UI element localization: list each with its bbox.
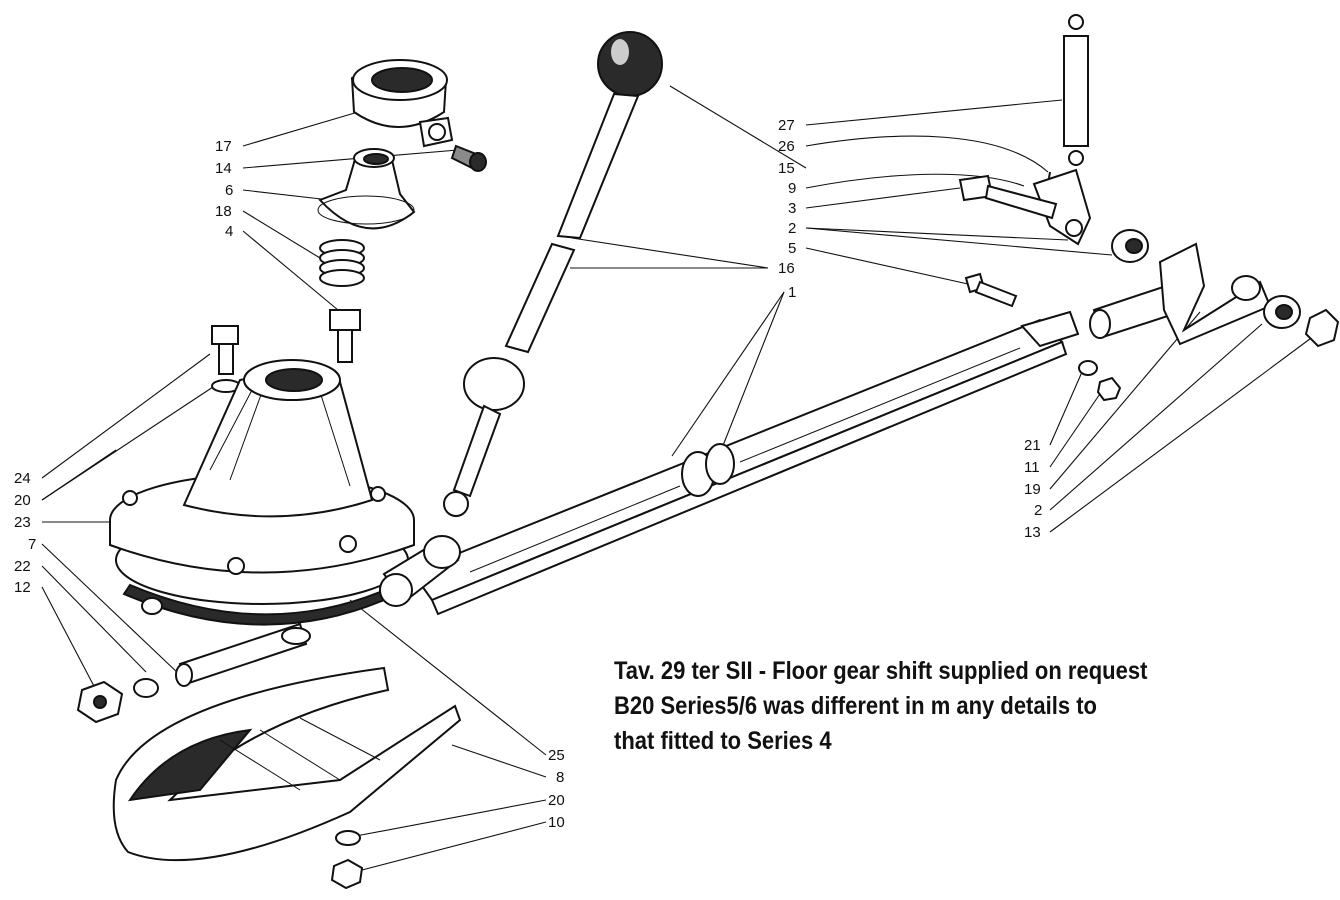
part-17-clamp-collar [350, 59, 454, 148]
part-27-tension-spring [1063, 14, 1089, 166]
part-7-long-bolt [175, 622, 311, 687]
part-3-bolt [958, 174, 1058, 220]
label-24: 24 [14, 470, 31, 487]
part-1-shift-rod [379, 310, 1080, 616]
part-20-washer-bottom [335, 830, 361, 846]
caption-line-2: B20 Series5/6 was different in m any det… [614, 692, 1097, 720]
label-2-upper: 2 [788, 220, 796, 237]
label-23: 23 [14, 514, 31, 531]
part-8-dust-cover [112, 666, 462, 862]
label-1: 1 [788, 284, 796, 301]
caption-line-1: Tav. 29 ter SII - Floor gear shift suppl… [614, 657, 1148, 685]
part-9-bracket [1032, 168, 1092, 246]
label-13: 13 [1024, 524, 1041, 541]
label-10: 10 [548, 814, 565, 831]
leader-lines [41, 85, 1323, 871]
label-19: 19 [1024, 481, 1041, 498]
part-15-gear-lever [556, 31, 663, 240]
label-27: 27 [778, 117, 795, 134]
label-3: 3 [788, 200, 796, 217]
label-26: 26 [778, 138, 795, 155]
part-16-lower-lever [443, 242, 576, 517]
part-19-fork-lever [1089, 242, 1272, 346]
label-12: 12 [14, 579, 31, 596]
label-15: 15 [778, 160, 795, 177]
label-21: 21 [1024, 437, 1041, 454]
part-2-bush-lower [1263, 295, 1301, 329]
part-5-screw [964, 272, 1018, 308]
diagram-caption: Tav. 29 ter SII - Floor gear shift suppl… [614, 654, 1147, 759]
label-18: 18 [215, 203, 232, 220]
part-14-screw [450, 144, 487, 172]
label-5: 5 [788, 240, 796, 257]
part-21-circlip [1078, 360, 1098, 376]
part-24-bolt [211, 325, 239, 375]
label-6: 6 [225, 182, 233, 199]
label-16: 16 [778, 260, 795, 277]
part-6-cup [317, 148, 416, 230]
label-4: 4 [225, 223, 233, 240]
label-9: 9 [788, 180, 796, 197]
label-7: 7 [28, 536, 36, 553]
part-23-gear-housing [109, 359, 415, 605]
part-2-bush-upper [1111, 229, 1149, 263]
label-20-lower: 20 [548, 792, 565, 809]
part-13-castle-nut [1304, 308, 1340, 348]
part-22-spring-washer [133, 678, 159, 698]
part-11-nut [1096, 376, 1122, 402]
label-11: 11 [1024, 459, 1040, 476]
part-18-spring [319, 239, 365, 287]
label-8: 8 [556, 769, 564, 786]
caption-line-3: that fitted to Series 4 [614, 727, 832, 755]
label-22: 22 [14, 558, 31, 575]
part-10-nut [330, 858, 364, 890]
label-14: 14 [215, 160, 232, 177]
label-25: 25 [548, 747, 565, 764]
label-2-lower: 2 [1034, 502, 1042, 519]
part-12-nut [76, 680, 124, 724]
part-4-bolt [329, 309, 361, 363]
part-number-labels: 17 14 6 18 4 24 20 23 7 22 12 27 26 15 9… [14, 117, 1042, 831]
label-17: 17 [215, 138, 232, 155]
label-20-upper: 20 [14, 492, 31, 509]
